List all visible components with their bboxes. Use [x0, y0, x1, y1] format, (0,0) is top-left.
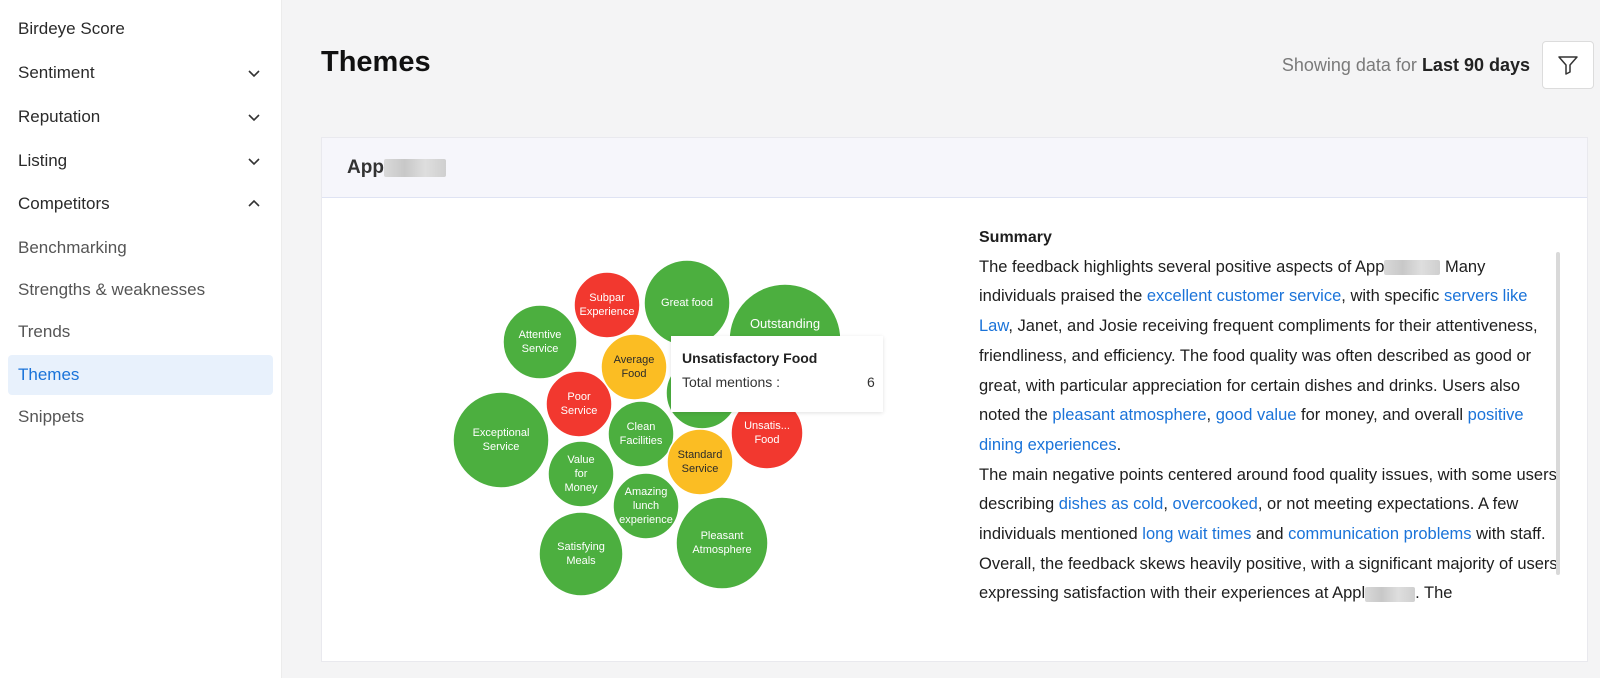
card-header: App — [322, 138, 1587, 198]
theme-link[interactable]: long wait times — [1142, 525, 1252, 544]
tooltip-label: Total mentions : — [682, 374, 781, 390]
sidebar-item-birdeye-score[interactable]: Birdeye Score — [8, 9, 273, 49]
summary-paragraph-1: The feedback highlights several positive… — [979, 253, 1559, 461]
summary-text: for money, and overall — [1296, 406, 1468, 425]
summary-text: Overall, the feedback skews heavily posi… — [979, 554, 1558, 603]
summary-panel: Summary The feedback highlights several … — [979, 223, 1559, 609]
sidebar-item-listing[interactable]: Listing — [8, 141, 273, 181]
sidebar-item-label: Trends — [18, 322, 71, 341]
theme-link[interactable]: excellent customer service — [1146, 287, 1342, 306]
theme-link[interactable]: overcooked — [1172, 495, 1258, 514]
summary-text: , or not meeting expectations. A few ind… — [979, 495, 1519, 544]
theme-link[interactable]: dishes as cold — [1058, 495, 1164, 514]
sidebar-item-reputation[interactable]: Reputation — [8, 97, 273, 137]
summary-text: . — [1116, 435, 1122, 454]
sidebar-item-label: Reputation — [18, 107, 101, 126]
summary-text: The feedback highlights several positive… — [979, 257, 1385, 276]
theme-link[interactable]: servers like Law — [979, 287, 1528, 336]
sidebar-item-themes[interactable]: Themes — [8, 355, 273, 395]
sidebar-item-label: Strengths & weaknesses — [18, 280, 206, 299]
theme-bubble[interactable] — [573, 271, 641, 339]
sidebar-item-label: Listing — [18, 151, 68, 170]
date-range-label: Showing data for Last 90 days — [1282, 55, 1530, 76]
filter-icon — [1558, 56, 1578, 75]
theme-bubble[interactable] — [643, 259, 731, 347]
business-name: App — [347, 157, 384, 178]
theme-bubble[interactable] — [600, 333, 668, 401]
theme-bubble[interactable] — [547, 440, 615, 508]
sidebar-item-label: Snippets — [18, 407, 85, 426]
bubble-tooltip: Unsatisfactory Food Total mentions : 6 — [671, 336, 883, 412]
theme-bubble[interactable] — [607, 400, 675, 468]
summary-paragraph-2: The main negative points centered around… — [979, 461, 1559, 550]
sidebar-item-label: Competitors — [18, 194, 110, 213]
redacted-text — [383, 158, 446, 177]
sidebar-item-snippets[interactable]: Snippets — [8, 397, 273, 437]
summary-text: Many individuals praised the — [979, 257, 1486, 306]
chevron-up-icon — [248, 199, 260, 207]
chevron-down-icon — [248, 158, 260, 166]
tooltip-title: Unsatisfactory Food — [682, 350, 818, 366]
summary-heading: Summary — [979, 229, 1052, 246]
theme-link[interactable]: pleasant atmosphere — [1052, 406, 1207, 425]
sidebar-item-label: Benchmarking — [18, 238, 127, 257]
redacted-text — [1365, 586, 1416, 602]
summary-text: The main negative points centered around… — [979, 465, 1557, 514]
redacted-text — [1384, 259, 1441, 275]
theme-link[interactable]: good value — [1215, 406, 1297, 425]
sidebar-item-competitors[interactable]: Competitors — [8, 184, 273, 224]
summary-scrollbar[interactable] — [1556, 252, 1560, 575]
summary-text: . The — [1415, 584, 1453, 603]
summary-text: , — [1163, 495, 1173, 514]
theme-bubble[interactable] — [666, 428, 734, 496]
theme-bubble[interactable] — [612, 472, 680, 540]
chevron-down-icon — [248, 70, 260, 78]
card-title: App — [347, 157, 446, 179]
summary-text: , Janet, and Josie receiving frequent co… — [979, 317, 1538, 425]
showing-range[interactable]: Last 90 days — [1421, 55, 1530, 75]
summary-text: with staff. — [1471, 525, 1546, 544]
page-title: Themes — [321, 46, 431, 78]
themes-card: App — [321, 137, 1588, 662]
summary-text: , with specific — [1341, 287, 1444, 306]
theme-bubble[interactable] — [452, 391, 550, 489]
summary-paragraph-3: Overall, the feedback skews heavily posi… — [979, 550, 1559, 609]
theme-link[interactable]: positive dining experiences — [979, 406, 1524, 454]
theme-bubble[interactable] — [675, 496, 769, 590]
sidebar-item-benchmarking[interactable]: Benchmarking — [8, 228, 273, 268]
tooltip-value: 6 — [867, 374, 875, 390]
sidebar-item-trends[interactable]: Trends — [8, 312, 273, 352]
sidebar-item-sentiment[interactable]: Sentiment — [8, 53, 273, 93]
sidebar-item-label: Birdeye Score — [18, 19, 125, 38]
theme-link[interactable]: communication problems — [1288, 525, 1472, 544]
sidebar-item-label: Themes — [18, 365, 80, 384]
filter-button[interactable] — [1542, 41, 1594, 89]
theme-bubble[interactable] — [545, 370, 613, 438]
theme-bubble[interactable] — [538, 511, 624, 597]
sidebar: Birdeye Score Sentiment Reputation Listi… — [0, 0, 282, 678]
sidebar-item-label: Sentiment — [18, 63, 95, 82]
chevron-down-icon — [248, 114, 260, 122]
theme-bubble[interactable] — [502, 304, 578, 380]
sidebar-item-strengths-weaknesses[interactable]: Strengths & weaknesses — [8, 270, 273, 310]
showing-prefix: Showing data for — [1281, 55, 1417, 75]
summary-text: and — [1251, 525, 1289, 544]
summary-text: , — [1206, 406, 1216, 425]
